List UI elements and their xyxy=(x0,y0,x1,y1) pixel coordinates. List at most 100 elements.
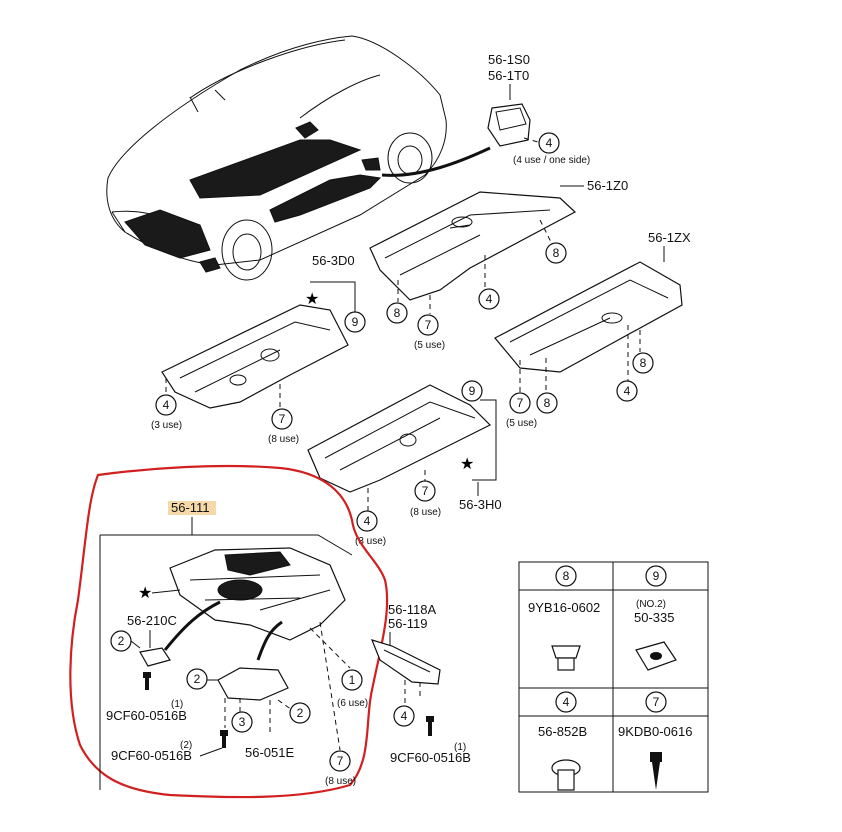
label-bolt-c: 9CF60-0516B xyxy=(390,750,471,765)
svg-text:4: 4 xyxy=(624,384,631,398)
label-56-119: 56-119 xyxy=(388,616,428,631)
label-56-1ZX: 56-1ZX xyxy=(648,230,691,245)
under-cover-56-1ZX xyxy=(494,261,683,373)
plate-56-051E xyxy=(217,667,289,701)
callout-4: 4 xyxy=(616,380,638,402)
svg-text:8: 8 xyxy=(563,569,570,583)
callout-4: 4 xyxy=(478,288,500,310)
label-highlight xyxy=(168,501,216,515)
legend-table: 8 9 9YB16-0602 (NO.2) 50-335 4 7 56-852B… xyxy=(518,561,709,793)
svg-text:8: 8 xyxy=(640,356,647,370)
label-56-051E: 56-051E xyxy=(245,745,294,760)
callout-2: 2 xyxy=(289,702,311,724)
callout-9: 9 xyxy=(344,311,366,333)
bracket-part-56-1S0 xyxy=(487,103,531,147)
label-56-210C: 56-210C xyxy=(127,613,177,628)
svg-text:4: 4 xyxy=(364,514,371,528)
label-bolt-a: 9CF60-0516B xyxy=(106,708,187,723)
label-qty-2: (2) xyxy=(180,740,192,751)
svg-text:7: 7 xyxy=(653,695,660,709)
screw-icon xyxy=(650,752,662,790)
nut-clip-icon xyxy=(635,641,677,671)
legend-part-56-852B: 56-852B xyxy=(538,724,587,739)
callout-2: 2 xyxy=(186,668,208,690)
label-56-111: 56-111 xyxy=(171,500,210,515)
leader-line xyxy=(381,146,491,177)
callout-1: 1 xyxy=(341,669,363,691)
under-cover-56-3D0 xyxy=(161,304,349,409)
legend-part-9YB16-0602: 9YB16-0602 xyxy=(528,600,600,615)
callout-2: 2 xyxy=(110,630,132,652)
svg-text:7: 7 xyxy=(517,396,524,410)
callout-8: 8 xyxy=(632,352,654,374)
star-marker: ★ xyxy=(138,585,152,602)
callout-4: 4 xyxy=(356,510,378,532)
label-56-1T0: 56-1T0 xyxy=(488,68,529,83)
push-clip-icon xyxy=(551,645,581,671)
label-56-118A: 56-118A xyxy=(388,602,437,617)
underbody-panels-black xyxy=(124,121,382,273)
legend-callout-7: 7 xyxy=(645,691,667,713)
callout-7: 7 xyxy=(414,480,436,502)
leader-line xyxy=(163,600,221,651)
svg-text:1: 1 xyxy=(349,673,356,687)
svg-text:2: 2 xyxy=(194,672,201,686)
svg-text:4: 4 xyxy=(486,292,493,306)
label-use-8b: (8 use) xyxy=(410,507,441,518)
callout-7: 7 xyxy=(271,408,293,430)
star-marker: ★ xyxy=(305,291,319,308)
svg-text:9: 9 xyxy=(469,384,476,398)
label-use-8a: (8 use) xyxy=(268,434,299,445)
plate-56-210C xyxy=(139,647,171,667)
svg-text:4: 4 xyxy=(401,709,408,723)
label-use-6: (6 use) xyxy=(337,698,368,709)
callout-8: 8 xyxy=(386,302,408,324)
svg-text:9: 9 xyxy=(653,569,660,583)
svg-text:8: 8 xyxy=(544,396,551,410)
callout-4: 4 xyxy=(155,394,177,416)
under-cover-56-111 xyxy=(169,547,346,641)
legend-part-9KDB0-0616: 9KDB0-0616 xyxy=(618,724,692,739)
callout-7: 7 xyxy=(509,392,531,414)
under-cover-56-3H0 xyxy=(307,384,492,493)
callout-3: 3 xyxy=(231,711,253,733)
leader-line xyxy=(256,620,283,661)
callout-9: 9 xyxy=(461,380,483,402)
svg-text:7: 7 xyxy=(279,412,286,426)
svg-text:8: 8 xyxy=(553,246,560,260)
label-use-8c: (8 use) xyxy=(325,776,356,787)
legend-callout-9: 9 xyxy=(645,565,667,587)
svg-text:3: 3 xyxy=(239,715,246,729)
label-use-4-one-side: (4 use / one side) xyxy=(513,155,590,166)
svg-text:7: 7 xyxy=(422,484,429,498)
callout-4: 4 xyxy=(393,705,415,727)
bracket-56-118A xyxy=(370,639,441,685)
callout-7: 7 xyxy=(329,750,351,772)
label-qty-1a: (1) xyxy=(171,699,183,710)
callout-7: 7 xyxy=(417,314,439,336)
legend-sub-no2: (NO.2) xyxy=(636,599,666,610)
bolt-icon xyxy=(143,672,151,690)
legend-callout-4: 4 xyxy=(555,691,577,713)
callout-8: 8 xyxy=(545,242,567,264)
svg-text:4: 4 xyxy=(563,695,570,709)
svg-text:4: 4 xyxy=(163,398,170,412)
rivet-clip-icon xyxy=(551,759,581,791)
label-use-5a: (5 use) xyxy=(414,340,445,351)
label-56-3D0: 56-3D0 xyxy=(312,253,355,268)
highlight-outline xyxy=(69,464,389,799)
label-56-3H0: 56-3H0 xyxy=(459,497,502,512)
label-use-3b: (3 use) xyxy=(355,536,386,547)
label-bolt-b: 9CF60-0516B xyxy=(111,748,192,763)
svg-text:7: 7 xyxy=(425,318,432,332)
label-56-1S0: 56-1S0 xyxy=(488,52,530,67)
svg-text:4: 4 xyxy=(546,136,553,150)
bolt-icon xyxy=(220,730,228,748)
bolt-icon xyxy=(426,716,434,736)
svg-text:8: 8 xyxy=(394,306,401,320)
callout-4: 4 xyxy=(538,132,560,154)
label-use-3a: (3 use) xyxy=(151,420,182,431)
callout-8: 8 xyxy=(536,392,558,414)
svg-text:7: 7 xyxy=(337,754,344,768)
